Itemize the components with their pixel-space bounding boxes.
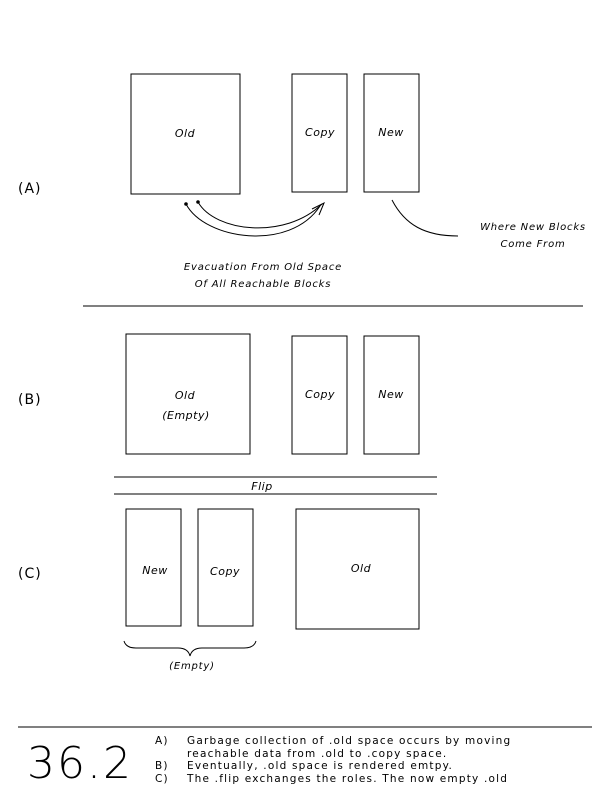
empty-brace-label: (Empty) xyxy=(169,661,215,672)
copy-space-box-a xyxy=(291,73,348,193)
copy-space-box-c xyxy=(197,508,254,627)
panel-a: (A) Old Copy New Evacuation From Old Spa… xyxy=(18,73,586,290)
new-space-label-c: New xyxy=(142,564,168,577)
old-space-label-c: Old xyxy=(351,562,372,575)
caption-a-line2: reachable data from .old to .copy space. xyxy=(187,748,447,760)
new-space-box-a xyxy=(363,73,420,193)
flip-band: Flip xyxy=(114,476,437,495)
old-space-empty-label-b: (Empty) xyxy=(162,409,210,422)
old-space-box-a xyxy=(130,73,241,195)
empty-brace xyxy=(123,640,257,657)
old-space-label-b: Old xyxy=(175,389,196,402)
caption-a-line1: Garbage collection of .old space occurs … xyxy=(187,735,511,747)
figure-caption: A) Garbage collection of .old space occu… xyxy=(155,735,511,785)
copy-space-label-c: Copy xyxy=(210,565,240,578)
panel-b: (B) Old (Empty) Copy New xyxy=(18,333,420,455)
evacuation-caption-line1: Evacuation From Old Space xyxy=(184,262,342,273)
new-blocks-note-line2: Come From xyxy=(500,239,565,250)
caption-b-line1: Eventually, .old space is rendered emtpy… xyxy=(187,760,453,772)
panel-b-label: (B) xyxy=(18,392,42,408)
caption-marker-b: B) xyxy=(155,760,169,772)
copy-space-box-b xyxy=(291,335,348,455)
evacuation-caption-line2: Of All Reachable Blocks xyxy=(195,279,331,290)
copy-space-label-b: Copy xyxy=(305,388,335,401)
copy-space-label-a: Copy xyxy=(305,126,335,139)
old-space-label-a: Old xyxy=(175,127,196,140)
panel-c: (C) New Copy Old (Empty) xyxy=(18,508,420,672)
new-blocks-note-line1: Where New Blocks xyxy=(480,222,586,233)
panel-a-label: (A) xyxy=(18,181,42,197)
new-blocks-leader-line xyxy=(391,199,459,237)
new-space-label-b: New xyxy=(378,388,404,401)
old-space-box-b xyxy=(125,333,251,455)
new-space-label-a: New xyxy=(378,126,404,139)
panel-c-label: (C) xyxy=(18,566,42,582)
figure-number: 36.2 xyxy=(27,738,133,789)
flip-label: Flip xyxy=(251,480,272,493)
evacuation-arrow xyxy=(184,200,325,237)
old-space-box-c xyxy=(295,508,420,630)
new-space-box-c xyxy=(125,508,182,627)
new-space-box-b xyxy=(363,335,420,455)
caption-marker-c: C) xyxy=(155,773,169,785)
caption-c-line1: The .flip exchanges the roles. The now e… xyxy=(186,773,508,785)
caption-marker-a: A) xyxy=(155,735,169,747)
